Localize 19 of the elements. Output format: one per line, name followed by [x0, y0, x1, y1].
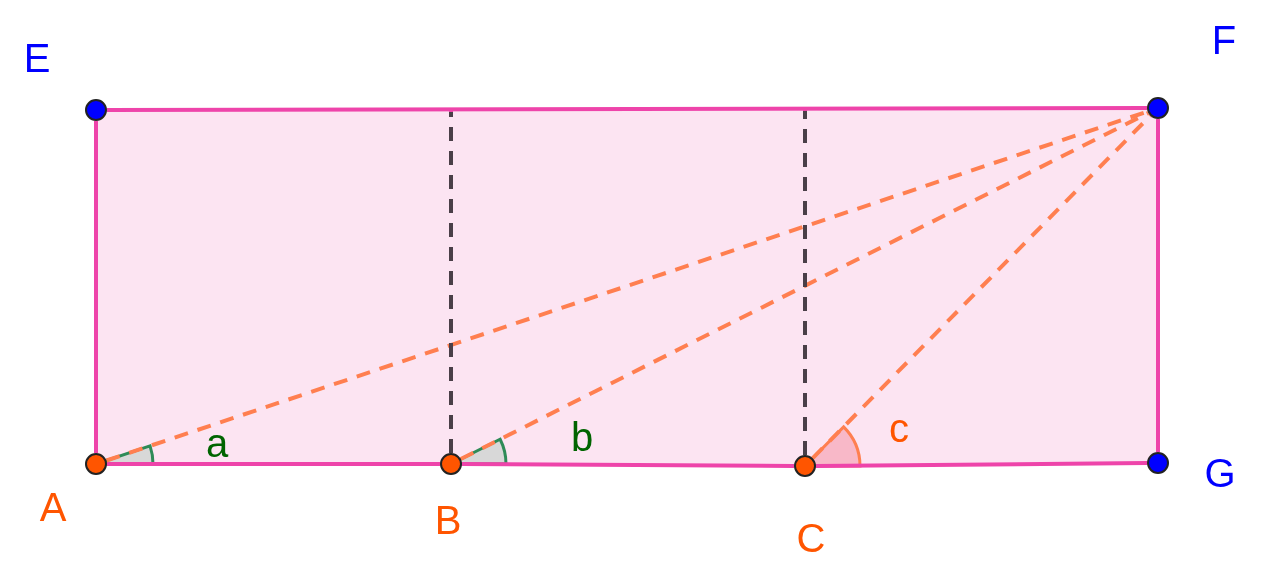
segment-line [1156, 119, 1160, 452]
point-label: F [1211, 20, 1237, 60]
dashed-line [449, 112, 453, 453]
point-label: C [796, 518, 826, 558]
line-end-point [803, 107, 807, 111]
angle-label: b [570, 417, 594, 457]
segment-line [462, 462, 794, 468]
segment-line [107, 106, 1147, 112]
point-label: G [1204, 453, 1236, 493]
segment-line [94, 121, 98, 453]
dashed-line [803, 111, 807, 455]
segment-line [816, 461, 1147, 468]
line-end-point [449, 108, 453, 112]
point-label: A [39, 487, 67, 527]
point-label: B [434, 500, 462, 540]
angle-label: c [889, 408, 909, 448]
angle-label: a [205, 423, 229, 463]
point-label: E [23, 38, 51, 78]
segment-line [107, 462, 440, 466]
